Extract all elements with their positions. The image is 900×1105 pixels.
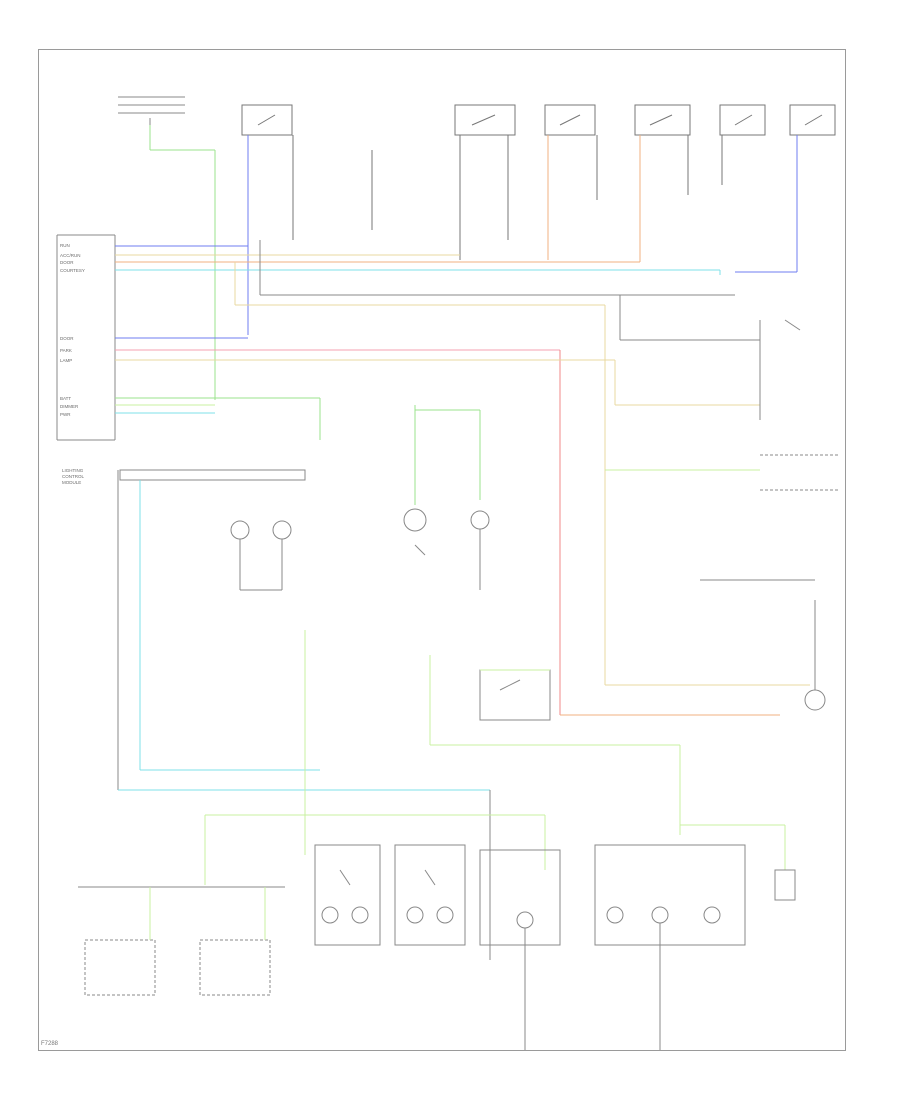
park-lamp-switch bbox=[619, 295, 801, 420]
cargo-lamp bbox=[700, 579, 826, 711]
door-switch-4 bbox=[634, 104, 691, 136]
diagram-code: F7288 bbox=[41, 1041, 59, 1047]
svg-text:RUN: RUN bbox=[60, 243, 70, 248]
map-lamp bbox=[403, 405, 490, 590]
reading-lamps bbox=[594, 844, 746, 1050]
fuse-block bbox=[774, 869, 796, 901]
svg-text:PWR: PWR bbox=[60, 412, 71, 417]
visor-lamps bbox=[314, 844, 466, 946]
door-switch-3 bbox=[544, 104, 596, 136]
door-switch-5 bbox=[719, 104, 766, 136]
svg-text:LAMP: LAMP bbox=[60, 358, 72, 363]
ignition-switch bbox=[118, 96, 185, 135]
door-switch-1 bbox=[241, 104, 293, 136]
svg-text:PARK: PARK bbox=[60, 348, 72, 353]
svg-text:DOOR: DOOR bbox=[60, 260, 74, 265]
left-lamp-box bbox=[119, 469, 306, 481]
svg-text:DIMMER: DIMMER bbox=[60, 404, 79, 409]
diagram-border bbox=[38, 49, 846, 1051]
door-switch-2 bbox=[454, 104, 516, 136]
svg-text:COURTESY: COURTESY bbox=[60, 268, 85, 273]
svg-text:DOOR: DOOR bbox=[60, 336, 74, 341]
svg-text:MODULE: MODULE bbox=[62, 480, 81, 485]
svg-text:CONTROL: CONTROL bbox=[62, 474, 84, 479]
courtesy-lamps bbox=[230, 520, 292, 591]
glove-box-lamp bbox=[479, 849, 561, 1050]
svg-text:ACC/RUN: ACC/RUN bbox=[60, 253, 81, 258]
svg-text:BATT: BATT bbox=[60, 396, 71, 401]
speaker-left bbox=[84, 939, 156, 996]
svg-text:LIGHTING: LIGHTING bbox=[62, 468, 84, 473]
speaker-right bbox=[199, 939, 271, 996]
door-switch-6 bbox=[789, 104, 836, 136]
